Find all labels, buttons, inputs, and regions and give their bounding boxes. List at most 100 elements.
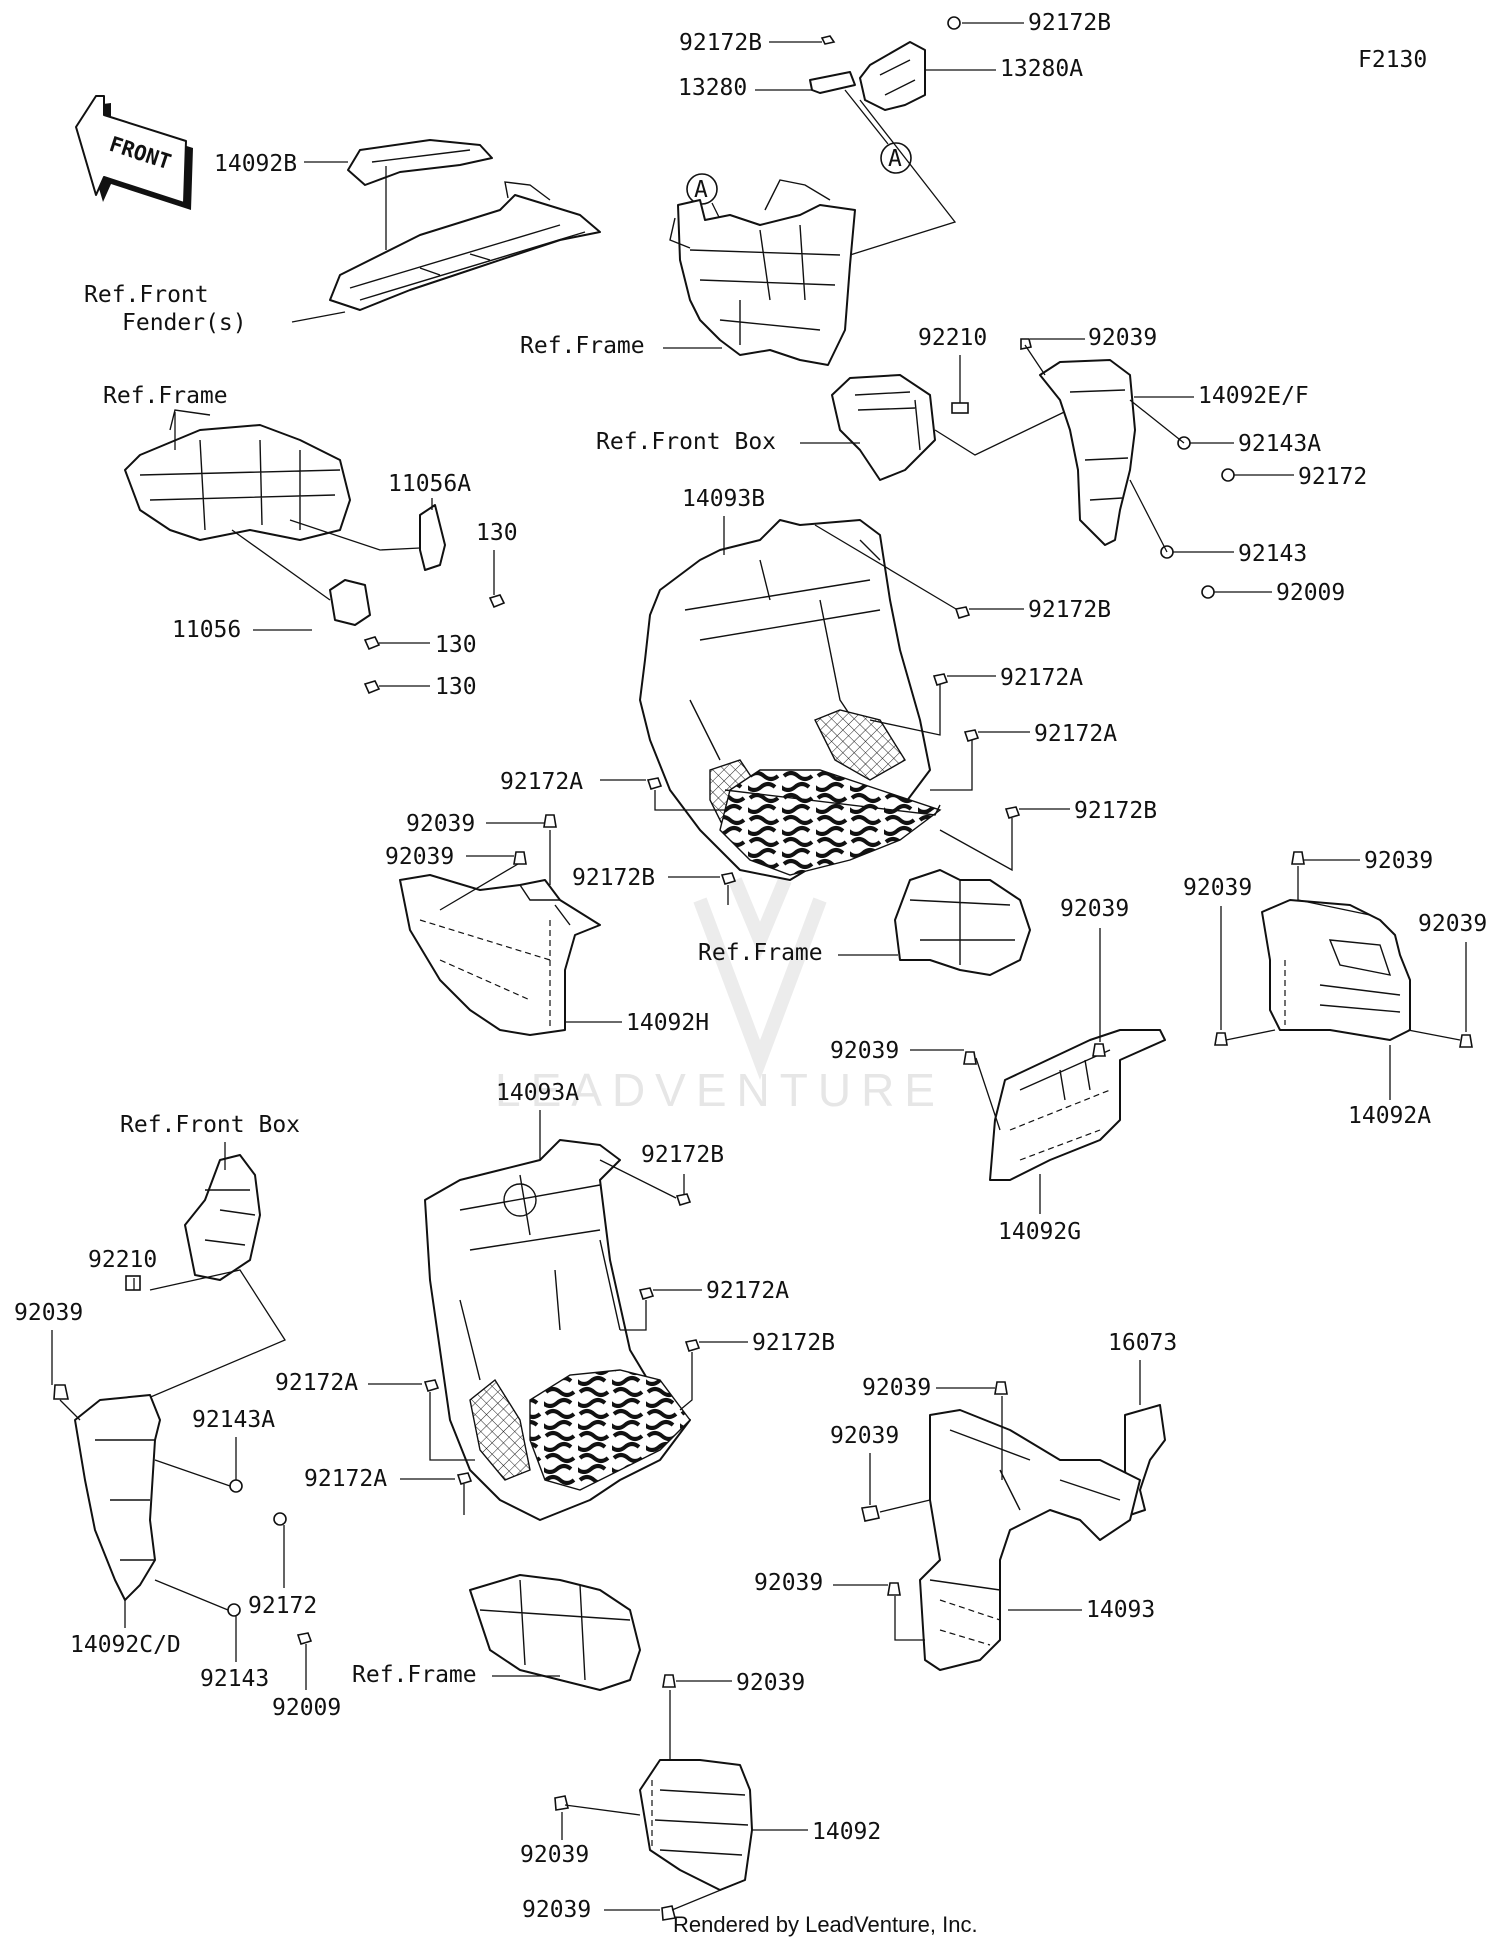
- label-92039-r3: 92039: [1418, 911, 1487, 937]
- fastener-92172B: [954, 606, 971, 619]
- part-13280A-bracket: [859, 41, 926, 111]
- part-14092EF-cover: [1039, 359, 1136, 546]
- fastener-92210-left: [125, 1275, 141, 1291]
- fastener-92172B: [820, 35, 836, 45]
- label-130-c: 130: [435, 674, 477, 700]
- fastener-92039: [861, 1505, 880, 1522]
- label-a-right: A: [888, 146, 902, 172]
- fastener-92172: [1221, 468, 1235, 482]
- label-14092CD: 14092C/D: [70, 1632, 181, 1658]
- label-13280: 13280: [678, 75, 747, 101]
- fastener-92210-top: [951, 402, 969, 414]
- label-92172B-mid: 92172B: [1028, 597, 1111, 623]
- label-92172A-mid-left: 92172A: [500, 769, 583, 795]
- fastener-92143: [227, 1603, 241, 1617]
- part-13280-bracket: [809, 71, 856, 94]
- label-92172A-low2: 92172A: [275, 1370, 358, 1396]
- label-92039-bot2: 92039: [520, 1842, 589, 1868]
- part-14093B-floor: [639, 519, 942, 881]
- fastener-92039: [1291, 851, 1305, 865]
- fastener-92039: [994, 1381, 1008, 1395]
- label-92172-right: 92172: [1298, 464, 1367, 490]
- label-ref-front-fender-2: Fender(s): [122, 310, 247, 336]
- part-11056A-bracket: [419, 504, 446, 571]
- label-92039-r2: 92039: [1183, 875, 1252, 901]
- fastener-130: [363, 680, 381, 695]
- label-92039-bot3: 92039: [522, 1897, 591, 1923]
- part-14092B-cover: [347, 139, 493, 186]
- fastener-92039: [554, 1795, 569, 1811]
- label-92172A-low3: 92172A: [304, 1466, 387, 1492]
- label-ref-frame-low: Ref.Frame: [352, 1662, 477, 1688]
- part-11056-bracket: [329, 579, 371, 626]
- fastener-130: [488, 594, 506, 609]
- fastener-92172B: [675, 1193, 692, 1206]
- part-14092G-cover: [989, 1029, 1166, 1181]
- fastener-92172: [273, 1512, 287, 1526]
- label-92039-low-r1: 92039: [862, 1375, 931, 1401]
- fastener-92172A: [423, 1379, 440, 1392]
- fastener-130: [363, 636, 381, 651]
- ref-frame-top: [669, 179, 856, 366]
- fastener-92039: [1092, 1043, 1106, 1057]
- fastener-92039: [1459, 1034, 1473, 1048]
- fastener-92143A: [229, 1479, 243, 1493]
- label-92172A-mid1: 92172A: [1000, 665, 1083, 691]
- ref-front-box-top: [831, 374, 936, 481]
- label-ref-front-box-top: Ref.Front Box: [596, 429, 776, 455]
- label-92172A-low1: 92172A: [706, 1278, 789, 1304]
- label-14092: 14092: [812, 1819, 881, 1845]
- label-92039-low-r2: 92039: [830, 1423, 899, 1449]
- label-ref-frame-top: Ref.Frame: [520, 333, 645, 359]
- label-92143A-left: 92143A: [192, 1407, 275, 1433]
- fastener-92039: [53, 1384, 69, 1400]
- part-14092H-cover: [399, 874, 601, 1036]
- label-14093A: 14093A: [496, 1080, 579, 1106]
- reference-marker-a: [880, 142, 912, 174]
- fastener-92172A: [456, 1472, 473, 1485]
- part-14093A-floor: [424, 1139, 691, 1521]
- label-92143-right: 92143: [1238, 541, 1307, 567]
- label-92039-top: 92039: [1088, 325, 1157, 351]
- ref-frame-mid: [894, 869, 1031, 976]
- label-92172B-mid2: 92172B: [1074, 798, 1157, 824]
- footer-credit: Rendered by LeadVenture, Inc.: [673, 1912, 978, 1937]
- label-13280A: 13280A: [1000, 56, 1083, 82]
- label-92009-right: 92009: [1276, 580, 1345, 606]
- label-16073: 16073: [1108, 1330, 1177, 1356]
- label-92172B-mid3: 92172B: [572, 865, 655, 891]
- label-92039-mid-c: 92039: [1060, 896, 1129, 922]
- label-14093: 14093: [1086, 1597, 1155, 1623]
- label-92039-mid-c2: 92039: [830, 1038, 899, 1064]
- fastener-92172B: [947, 16, 961, 30]
- fastener-92009: [296, 1632, 313, 1645]
- label-130-a: 130: [476, 520, 518, 546]
- label-14092B: 14092B: [214, 151, 297, 177]
- label-14092H: 14092H: [626, 1010, 709, 1036]
- label-92039-left: 92039: [14, 1300, 83, 1326]
- label-ref-front-fender: Ref.Front: [84, 282, 209, 308]
- fastener-92172A: [646, 777, 663, 790]
- label-11056: 11056: [172, 617, 241, 643]
- watermark-logo: [693, 877, 827, 1080]
- label-92039-midleft2: 92039: [385, 844, 454, 870]
- fastener-92039: [543, 814, 557, 828]
- label-14092A: 14092A: [1348, 1103, 1431, 1129]
- label-a-left: A: [694, 177, 708, 203]
- part-14093-cover: [919, 1409, 1141, 1671]
- label-92210-left: 92210: [88, 1247, 157, 1273]
- fastener-92172B: [720, 872, 737, 885]
- part-14092-cover: [639, 1759, 753, 1891]
- label-92143-left: 92143: [200, 1666, 269, 1692]
- label-92172A-mid2: 92172A: [1034, 721, 1117, 747]
- label-ref-frame-left: Ref.Frame: [103, 383, 228, 409]
- fastener-92172A: [638, 1287, 655, 1300]
- ref-frame-low: [469, 1574, 641, 1691]
- label-92143A-right: 92143A: [1238, 431, 1321, 457]
- label-14092EF: 14092E/F: [1198, 383, 1309, 409]
- fastener-92172A: [963, 729, 980, 742]
- fastener-92039: [661, 1905, 676, 1921]
- label-92172B-low2: 92172B: [752, 1330, 835, 1356]
- label-14092G: 14092G: [998, 1219, 1081, 1245]
